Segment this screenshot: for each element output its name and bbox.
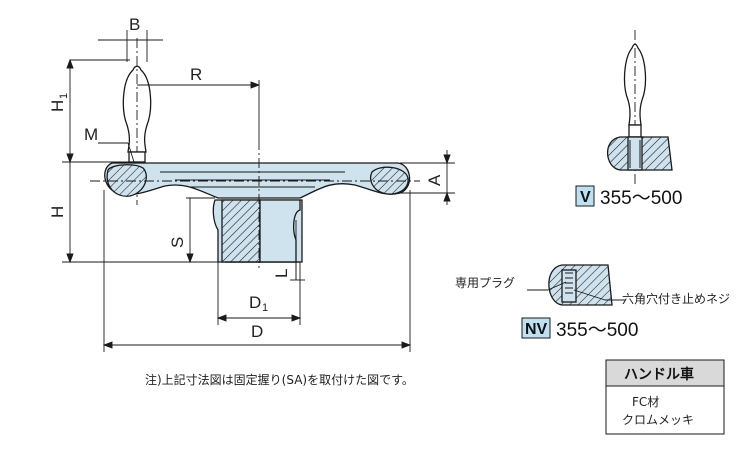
dim-s-group: S [168,237,187,248]
nv-plug-label: 専用プラグ [455,276,515,290]
main-view [90,38,420,268]
grip-handle [122,65,152,153]
nv-screw-label: 六角穴付き止めネジ [622,291,730,306]
spec-table-title: ハンドル車 [624,366,694,383]
tag-nv-box [521,317,551,339]
dim-d1-sub: 1 [262,302,268,314]
spec-table [605,359,725,435]
dimension-lines [62,30,455,352]
dim-d: D [251,322,263,341]
dim-h1-group: H 1 [48,93,70,112]
dim-h: H [48,206,67,218]
dim-r: R [190,65,202,84]
dim-l-group: L [272,269,291,278]
dim-a-group: A [425,174,444,186]
rim-section-left [106,164,147,197]
tag-v-range: 355〜500 [600,188,682,209]
dim-h1-sub: 1 [58,93,70,99]
drawing-note: 注)上記寸法図は固定握り(SA)を取付けた図です。 [145,372,414,387]
spec-table-line-1: FC材 [632,395,659,409]
detail-nv [527,264,625,306]
hub-section [221,199,261,263]
tag-nv-range: 355〜500 [556,320,638,341]
detail-v [606,30,673,185]
dim-a: A [425,174,444,186]
dim-m: M [84,125,98,144]
spec-table-line-2: クロムメッキ [622,413,694,427]
rim-section-right [369,166,409,195]
dim-d1: D [249,293,261,312]
tag-nv: NV [525,321,548,338]
grip-shaft [128,151,146,163]
dim-b: B [129,15,140,34]
tag-v-box [575,185,595,207]
tag-v: V [580,189,591,206]
dim-s: S [168,237,187,248]
dim-h1: H [48,100,67,112]
dim-h-group: H [48,206,67,218]
dim-l: L [272,269,291,278]
